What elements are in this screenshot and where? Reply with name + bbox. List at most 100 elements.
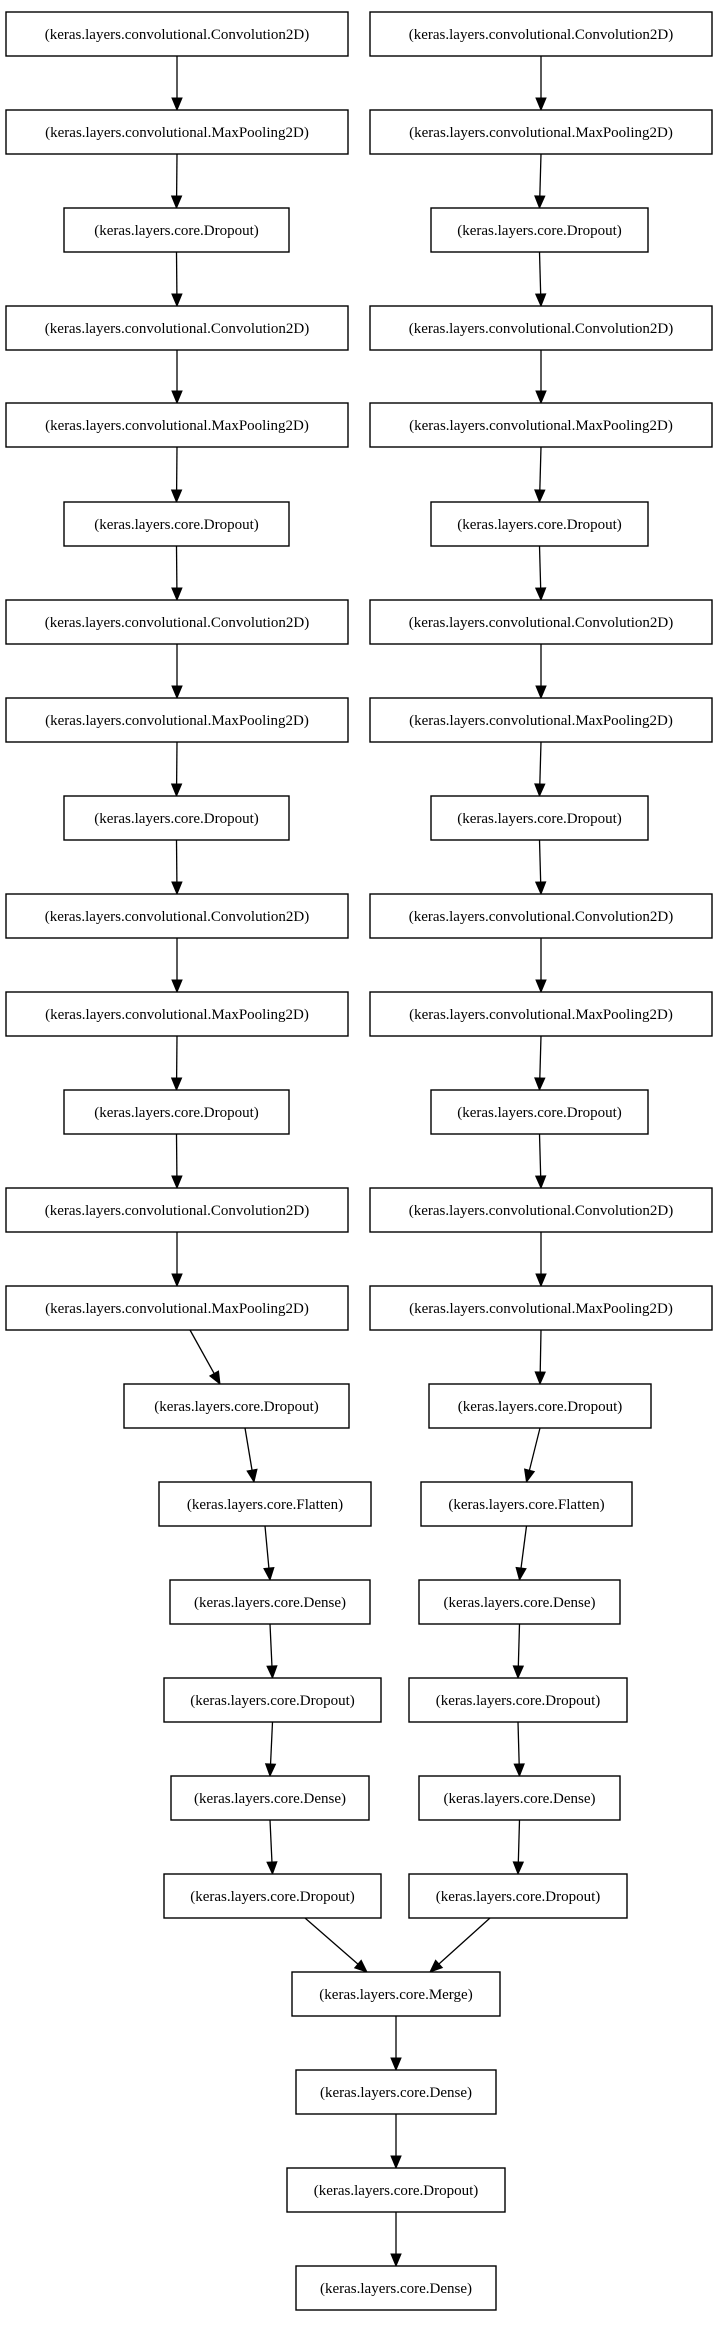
- edge-arrow: [266, 1819, 278, 1876]
- layer-node-box: [295, 2265, 497, 2311]
- layer-node: (keras.layers.convolutional.MaxPooling2D…: [5, 109, 349, 155]
- edge-arrow: [170, 741, 183, 798]
- edge-arrow: [304, 1917, 368, 1973]
- edge-arrow: [266, 1623, 278, 1680]
- arrowhead: [534, 1371, 546, 1386]
- layer-node-label: (keras.layers.convolutional.MaxPooling2D…: [409, 418, 673, 434]
- edge-line: [517, 1819, 521, 1863]
- edge-arrow: [513, 1721, 525, 1778]
- arrowhead: [535, 1273, 547, 1288]
- layer-node-box: [430, 501, 649, 547]
- layer-node-label: (keras.layers.core.Dropout): [190, 1889, 355, 1905]
- layer-node-label: (keras.layers.convolutional.Convolution2…: [45, 615, 310, 631]
- edge-arrow: [171, 545, 183, 602]
- edge-line: [539, 153, 542, 197]
- layer-node: (keras.layers.core.Dropout): [408, 1677, 628, 1723]
- layer-node-box: [369, 697, 713, 743]
- layer-node: (keras.layers.convolutional.MaxPooling2D…: [5, 991, 349, 1037]
- edge-arrow: [512, 1819, 525, 1876]
- layer-node-box: [163, 1677, 382, 1723]
- edge-arrow: [535, 56, 547, 112]
- layer-node-label: (keras.layers.convolutional.MaxPooling2D…: [409, 713, 673, 729]
- arrowhead: [171, 1175, 183, 1190]
- layer-node-label: (keras.layers.core.Dropout): [94, 517, 259, 533]
- arrowhead: [534, 489, 546, 504]
- layer-node-box: [418, 1775, 621, 1821]
- edge-arrow: [534, 1035, 546, 1092]
- layer-node: (keras.layers.convolutional.Convolution2…: [369, 599, 713, 645]
- layer-node-label: (keras.layers.core.Flatten): [448, 1497, 604, 1513]
- arrowhead: [353, 1959, 368, 1973]
- layer-node: (keras.layers.convolutional.Convolution2…: [369, 305, 713, 351]
- layer-node-box: [369, 599, 713, 645]
- arrowhead: [523, 1468, 536, 1484]
- layer-node-label: (keras.layers.core.Dropout): [94, 811, 259, 827]
- edge-arrow: [535, 938, 547, 994]
- layer-node-label: (keras.layers.convolutional.Convolution2…: [409, 615, 674, 631]
- edge-arrow: [429, 1917, 491, 1973]
- edge-arrow: [534, 153, 546, 210]
- layer-node-label: (keras.layers.convolutional.Convolution2…: [45, 909, 310, 925]
- edge-line: [189, 1329, 215, 1374]
- layer-node: (keras.layers.core.Dropout): [163, 1677, 382, 1723]
- arrowhead: [170, 783, 183, 798]
- layer-node-box: [163, 1873, 382, 1919]
- arrowhead: [171, 1273, 183, 1288]
- layer-node: (keras.layers.core.Dropout): [430, 501, 649, 547]
- layer-node-label: (keras.layers.convolutional.MaxPooling2D…: [409, 1007, 673, 1023]
- edge-line: [517, 1623, 521, 1667]
- layer-node-label: (keras.layers.core.Dropout): [457, 811, 622, 827]
- edge-arrow: [390, 2212, 402, 2268]
- arrowhead: [171, 97, 183, 112]
- layer-node-label: (keras.layers.core.Merge): [319, 1987, 472, 2003]
- layer-node-box: [5, 109, 349, 155]
- edge-line: [520, 1525, 528, 1569]
- edge-arrow: [171, 1133, 183, 1190]
- edge-line: [538, 839, 542, 883]
- layer-node-box: [369, 893, 713, 939]
- layer-node-box: [418, 1579, 621, 1625]
- layer-node: (keras.layers.core.Dense): [169, 1579, 371, 1625]
- edge-arrow: [171, 1232, 183, 1288]
- layer-node: (keras.layers.convolutional.MaxPooling2D…: [5, 402, 349, 448]
- layer-node-label: (keras.layers.convolutional.MaxPooling2D…: [409, 1301, 673, 1317]
- edge-line: [539, 741, 542, 785]
- arrowhead: [534, 587, 547, 602]
- layer-node-label: (keras.layers.convolutional.Convolution2…: [45, 321, 310, 337]
- layer-node: (keras.layers.convolutional.Convolution2…: [369, 893, 713, 939]
- arrowhead: [535, 390, 547, 405]
- layer-node: (keras.layers.core.Dropout): [123, 1383, 350, 1429]
- layer-node-box: [369, 1285, 713, 1331]
- layer-node: (keras.layers.convolutional.MaxPooling2D…: [369, 402, 713, 448]
- edge-arrow: [534, 1133, 547, 1190]
- edge-arrow: [534, 446, 546, 504]
- layer-node: (keras.layers.convolutional.Convolution2…: [5, 599, 349, 645]
- layer-node-box: [430, 207, 649, 253]
- layer-node: (keras.layers.core.Dropout): [163, 1873, 382, 1919]
- layer-node-label: (keras.layers.convolutional.Convolution2…: [409, 1203, 674, 1219]
- edge-line: [539, 1035, 542, 1079]
- layer-node-box: [369, 1187, 713, 1233]
- arrowhead: [246, 1468, 258, 1484]
- layer-node-box: [5, 305, 349, 351]
- arrowhead: [171, 685, 183, 700]
- edge-line: [269, 1623, 273, 1667]
- layer-node-label: (keras.layers.core.Dense): [194, 1791, 346, 1807]
- arrowhead: [170, 489, 183, 504]
- edge-arrow: [264, 1721, 277, 1778]
- layer-node: (keras.layers.convolutional.MaxPooling2D…: [369, 991, 713, 1037]
- arrowhead: [515, 1566, 527, 1582]
- layer-node: (keras.layers.convolutional.Convolution2…: [5, 893, 349, 939]
- layer-node-label: (keras.layers.core.Dropout): [314, 2183, 479, 2199]
- edge-arrow: [263, 1525, 275, 1582]
- arrowhead: [264, 1763, 277, 1778]
- layer-node: (keras.layers.core.Dropout): [286, 2167, 506, 2213]
- layer-node-label: (keras.layers.convolutional.Convolution2…: [409, 321, 674, 337]
- arrowhead: [263, 1567, 275, 1582]
- arrowhead: [534, 1175, 547, 1190]
- layer-node-label: (keras.layers.convolutional.MaxPooling2D…: [45, 1301, 309, 1317]
- layer-node-label: (keras.layers.convolutional.Convolution2…: [409, 909, 674, 925]
- arrowhead: [429, 1959, 444, 1973]
- layer-node-box: [408, 1677, 628, 1723]
- arrowhead: [535, 97, 547, 112]
